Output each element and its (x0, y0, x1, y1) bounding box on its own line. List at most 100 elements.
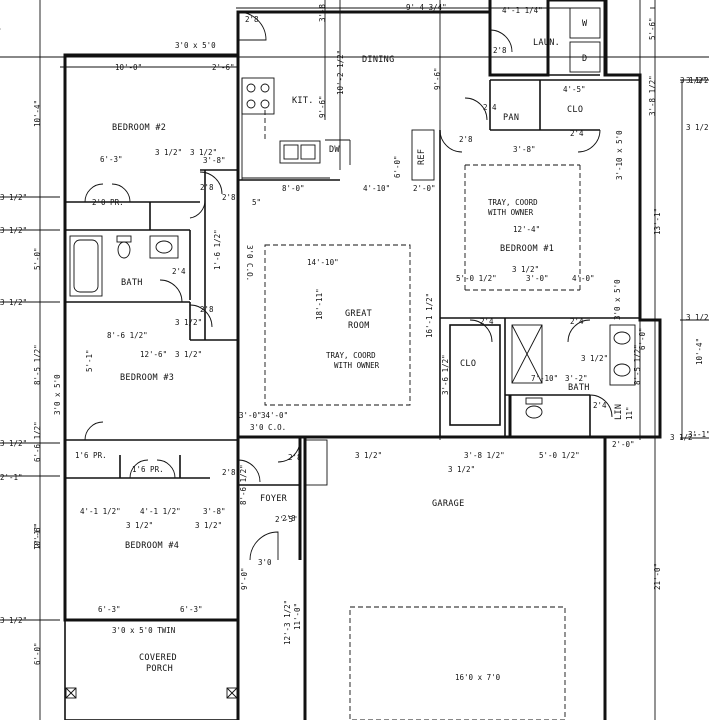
dimension-label: 9'-0" (240, 567, 249, 590)
dimension-label: 3 1/2" (190, 148, 217, 157)
room-label-garage: GARAGE (432, 499, 465, 509)
dimension-label: 3'-2" (565, 374, 588, 383)
room-label-bedroom1: BEDROOM #1 (500, 244, 554, 254)
dimension-label: 3'-8 1/2" (318, 0, 327, 22)
room-label-linen: LIN (614, 404, 624, 420)
dimension-label: 13'-1" (653, 208, 662, 235)
dimension-label: 5'-0" (33, 247, 42, 270)
dimension-label: 3'-8" (203, 156, 226, 165)
room-label-laundry: LAUN. (533, 38, 560, 48)
dimension-label: 8'-5 1/2" (633, 344, 642, 385)
room-label-bath-right: BATH (568, 383, 590, 393)
dimension-label: 9'-6" (318, 95, 327, 118)
note-tray-bed1-1: TRAY, COORD (488, 198, 538, 207)
note-window-bed1: 3'0 x 5'0 (613, 279, 622, 320)
dimension-label: 34'-0" (261, 411, 288, 420)
door-swing-label: 2'8 (200, 183, 214, 192)
dimension-label: 2'-0" (612, 440, 635, 449)
dimension-label: 3 1/2" (126, 521, 153, 530)
room-label-closet-mid: CLO (460, 359, 476, 369)
dimension-label: 4'-1 1/2" (80, 507, 121, 516)
door-swing-label: 2'4 (570, 129, 584, 138)
door-swing-label: 2'8 (222, 468, 236, 477)
dimension-label: 6'-0" (33, 642, 42, 665)
appliance-label-dw: DW (329, 145, 340, 155)
door-swing-label: 2'4 (593, 401, 607, 410)
dimension-label: 5'-6" (648, 17, 657, 40)
dimension-label: 3'-1" (688, 430, 709, 439)
dimension-label: 11" (625, 406, 634, 420)
room-label-porch-line1: COVERED (139, 653, 177, 663)
dimension-label: 3'-8" (203, 507, 226, 516)
room-label-great-line1: GREAT (345, 309, 372, 319)
dimension-label: 2'-0" (413, 184, 436, 193)
dimension-label: 2'-1" (33, 525, 42, 548)
door-swing-label: 2'4 (570, 317, 584, 326)
appliance-label-dryer: D (582, 54, 587, 64)
dimension-label: 12'-4" (513, 225, 540, 234)
dimension-label: 8'-6 1/2" (107, 331, 148, 340)
dimension-label: 8'-6 1/2" (239, 464, 248, 505)
door-swing-label: 2'8 (493, 46, 507, 55)
room-label-porch-line2: PORCH (146, 664, 173, 674)
door-swing-label: 2'8 (200, 305, 214, 314)
dimension-label: 3 1/2" (0, 226, 27, 235)
dimension-label: 9'-6" (433, 67, 442, 90)
note-co-foyer: 3'0 C.O. (250, 423, 286, 432)
dimension-label: 3 1/2" (680, 76, 707, 85)
dimension-label: 9'-4 3/4" (406, 3, 447, 12)
room-label-foyer: FOYER (260, 494, 288, 504)
dimension-label: 18'-11" (315, 288, 324, 320)
room-label-closet-top: CLO (567, 105, 583, 115)
dimension-label: 3'-8 1/2" (648, 75, 657, 116)
dimension-label: 3'-0" (526, 274, 549, 283)
dimension-label: 14'-10" (307, 258, 339, 267)
note-window-bed2: 3'0 x 5'0 (175, 41, 216, 50)
room-label-kitchen: KIT. (292, 96, 314, 106)
note-pr-bed2: 2'0 PR. (92, 198, 124, 207)
dimension-label: 3 1/2" (0, 439, 27, 448)
note-window-bed3: 3'0 x 5'0 (53, 374, 62, 415)
note-window-porch: 3'0 x 5'0 TWIN (112, 626, 175, 635)
dimension-label: 3 1/2" (175, 318, 202, 327)
dimension-label: 10'-2 1/2" (336, 50, 345, 95)
dimension-label: 3'-10 x 5'0 (615, 130, 624, 180)
dimension-label: 6'-0" (638, 327, 647, 350)
dimension-label: 10'-0" (115, 63, 142, 72)
dimension-label: 3 1/2" (670, 433, 697, 442)
dimension-label: 4'-10" (363, 184, 390, 193)
note-pr-bed4: 1'6 PR. (132, 465, 164, 474)
dimension-label: 4'-5" (563, 85, 586, 94)
note-garage-door: 16'0 x 7'0 (455, 673, 501, 682)
dimension-label: 4'-0" (572, 274, 595, 283)
room-label-bedroom3: BEDROOM #3 (120, 373, 174, 383)
dimension-label: 3 1/2" (0, 193, 27, 202)
dimension-label: 8'-0" (282, 184, 305, 193)
door-swing-label: 2'8 (282, 514, 296, 523)
dimension-label: 3 1/2" (686, 123, 709, 132)
note-tray-great-2: WITH OWNER (334, 361, 380, 370)
appliance-label-ref: REF (417, 149, 427, 165)
door-swing-label: 2'8 (288, 453, 302, 462)
dimension-label: 3 1/2" (0, 298, 27, 307)
dimension-label: 3 1/2" (581, 354, 608, 363)
room-label-bath-left: BATH (121, 278, 143, 288)
room-label-dining: DINING (362, 55, 395, 65)
dimension-label: 3 1/2" (175, 350, 202, 359)
door-swing-label: 2'8 (459, 135, 473, 144)
dimension-label: 5'-0 1/2" (539, 451, 580, 460)
dimension-label: 6'-6 1/2" (33, 421, 42, 462)
dimension-label: 3 1/2" (686, 313, 709, 322)
dimension-label: 3'-8 1/2" (464, 451, 505, 460)
dimension-label: 10'-4" (695, 338, 704, 365)
dimension-label: 16'-1 1/2" (425, 293, 434, 338)
dimension-label: 6'-3" (98, 605, 121, 614)
dimension-label: 3 1/2" (512, 265, 539, 274)
dimension-label: 5'-0 1/2" (456, 274, 497, 283)
dimension-label: 21'-0" (653, 563, 662, 590)
dimension-label: 3 1/2" (686, 76, 709, 85)
interior-walls (65, 0, 640, 486)
dimension-label: 6'-3" (100, 155, 123, 164)
dimension-label: 2'-1" (0, 473, 23, 482)
